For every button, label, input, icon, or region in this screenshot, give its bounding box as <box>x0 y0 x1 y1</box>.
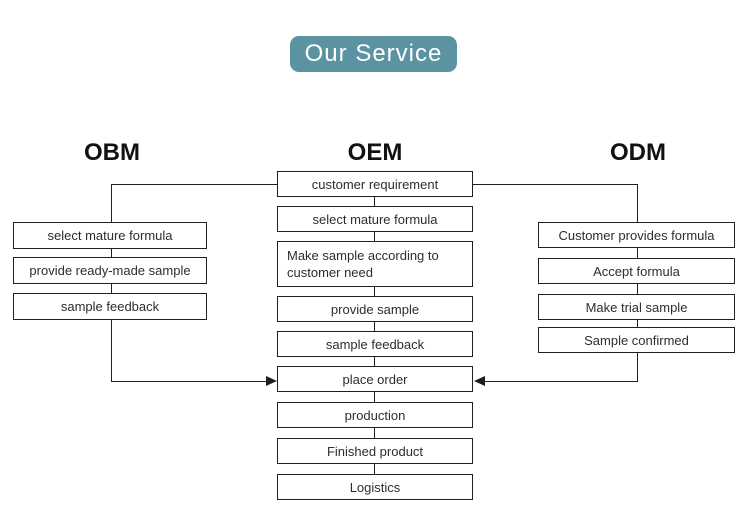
flow-box-odm-make-trial-sample: Make trial sample <box>538 294 735 320</box>
flow-box-odm-accept-formula: Accept formula <box>538 258 735 284</box>
flow-box-oem-production: production <box>277 402 473 428</box>
flow-box-obm-sample-feedback: sample feedback <box>13 293 207 320</box>
flow-box-oem-select-mature-formula: select mature formula <box>277 206 473 232</box>
flow-box-oem-provide-sample: provide sample <box>277 296 473 322</box>
column-header-oem: OEM <box>347 139 403 166</box>
flow-box-oem-sample-feedback: sample feedback <box>277 331 473 357</box>
connector-top-right-horizontal <box>473 184 638 185</box>
arrowhead-into-place-order-left <box>266 376 277 386</box>
column-header-odm: ODM <box>610 139 666 166</box>
flow-box-odm-customer-provides-formula: Customer provides formula <box>538 222 735 248</box>
flow-box-odm-sample-confirmed: Sample confirmed <box>538 327 735 353</box>
column-header-obm: OBM <box>84 139 140 166</box>
connector-top-left-horizontal <box>111 184 277 185</box>
flow-box-oem-make-sample: Make sample according to customer need <box>277 241 473 287</box>
flow-box-oem-logistics: Logistics <box>277 474 473 500</box>
flow-box-oem-customer-requirement: customer requirement <box>277 171 473 197</box>
arrowhead-into-place-order-right <box>474 376 485 386</box>
our-service-badge: Our Service <box>290 36 457 72</box>
connector-right-arrow-line <box>485 381 638 382</box>
flow-box-oem-place-order: place order <box>277 366 473 392</box>
flow-box-oem-finished-product: Finished product <box>277 438 473 464</box>
flow-box-obm-provide-ready-made-sample: provide ready-made sample <box>13 257 207 284</box>
flow-box-obm-select-mature-formula: select mature formula <box>13 222 207 249</box>
connector-left-arrow-line <box>111 381 267 382</box>
